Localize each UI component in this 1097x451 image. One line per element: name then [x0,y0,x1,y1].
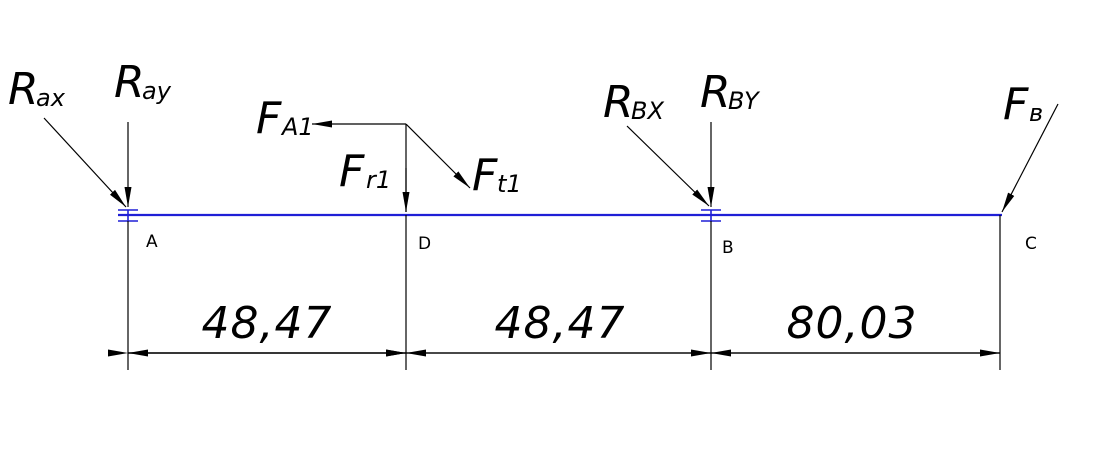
point-label-d: D [418,234,431,254]
svg-text:F: F [339,146,365,197]
svg-text:в: в [1029,99,1043,127]
svg-text:ay: ay [142,77,172,105]
svg-text:R: R [8,64,39,115]
point-label-b: B [722,238,734,258]
point-label-c: C [1025,234,1037,254]
arrow-ft1 [405,123,471,189]
label-ft1: F t1 [472,150,522,201]
svg-text:R: R [700,67,731,118]
svg-text:F: F [256,93,282,144]
svg-text:BY: BY [728,87,761,115]
dimension-bc-label: 80,03 [787,298,918,349]
arrow-rax [43,117,127,208]
label-rax: R ax [8,64,66,115]
svg-text:R: R [114,57,145,108]
svg-text:R: R [603,77,634,128]
arrow-fv [1001,103,1059,213]
svg-text:BX: BX [631,97,664,125]
svg-text:F: F [472,150,498,201]
svg-text:F: F [1003,79,1029,130]
label-rby: R BY [700,67,761,118]
dimension-ad-label: 48,47 [202,298,333,349]
label-fv: F в [1003,79,1043,130]
label-rbx: R BX [603,77,664,128]
label-fa1: F A1 [256,93,314,144]
point-label-a: A [146,232,158,252]
svg-text:A1: A1 [280,113,314,141]
svg-text:r1: r1 [366,166,391,194]
arrow-rbx [626,125,710,207]
dimension-db-label: 48,47 [495,298,626,349]
label-ray: R ay [114,57,172,108]
label-fr1: F r1 [339,146,391,197]
svg-text:t1: t1 [497,170,522,198]
svg-text:ax: ax [36,84,66,112]
